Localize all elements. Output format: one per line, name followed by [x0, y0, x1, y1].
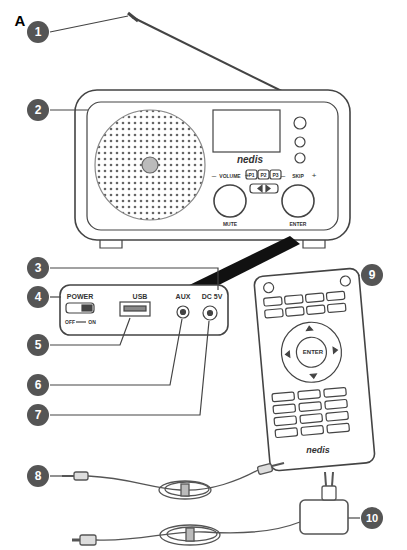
brand-logo: nedis [306, 446, 330, 455]
control-label: SKIP [292, 174, 304, 179]
callout-number: 1 [35, 26, 42, 38]
brand-logo: nedis [237, 155, 263, 165]
preset-label: P2 [260, 172, 266, 177]
control-label: MUTE [223, 222, 237, 227]
remote-button-label: ENTER [303, 349, 323, 355]
figure-letter: A [15, 13, 26, 28]
control-label: + [312, 172, 317, 180]
callout-number: 4 [35, 291, 42, 303]
callout-number: 8 [35, 470, 42, 482]
control-label: – [212, 172, 216, 180]
port-label: AUX [176, 293, 191, 300]
preset-label: P1 [248, 172, 254, 177]
port-label: OFF [65, 320, 75, 325]
preset-label: P3 [272, 172, 278, 177]
port-label: ON [88, 320, 96, 325]
callout-number: 9 [369, 269, 376, 281]
control-label: VOLUME [219, 174, 240, 179]
control-label: – [281, 172, 285, 180]
callout-number: 2 [35, 104, 42, 116]
control-label: ENTER [290, 222, 307, 227]
port-label: POWER [67, 293, 93, 300]
callout-number: 6 [35, 379, 42, 391]
port-label: DC 5V [202, 293, 223, 300]
callout-number: 5 [35, 339, 42, 351]
port-label: USB [133, 293, 148, 300]
callout-number: 10 [366, 513, 378, 524]
callout-number: 7 [35, 409, 42, 421]
callout-number: 3 [35, 262, 42, 274]
